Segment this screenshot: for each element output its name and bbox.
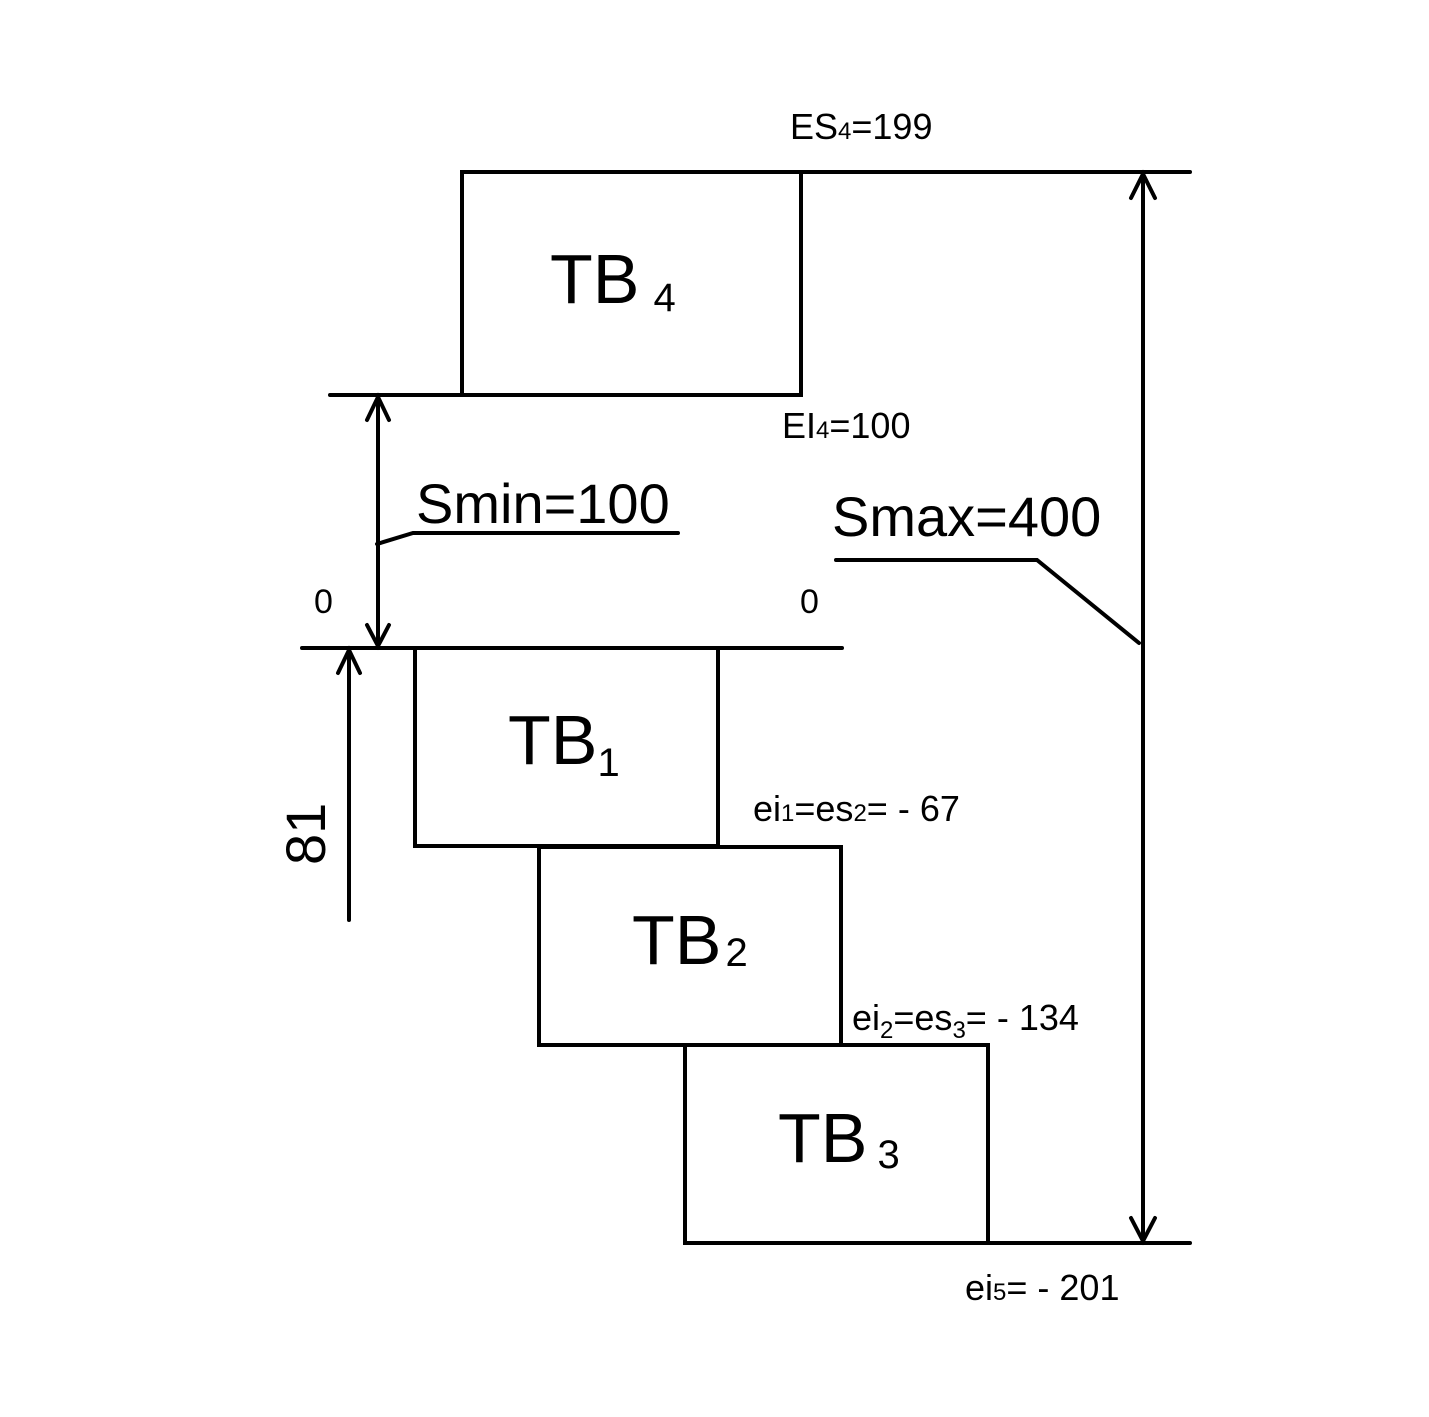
arrow-up-icon — [365, 392, 391, 422]
arrow-down-icon — [365, 623, 391, 651]
smax-leader — [834, 558, 1141, 645]
zero-label-right: 0 — [800, 583, 819, 621]
smin-leader — [375, 531, 680, 546]
tolerance-81-dimension: 81 — [274, 645, 362, 922]
arrow-up-icon — [1129, 169, 1157, 200]
ei4-label: EI4=100 — [782, 405, 910, 446]
smax-dimension: Smax=400 — [832, 169, 1157, 1246]
arrow-down-icon — [1129, 1216, 1157, 1246]
block-tb1: TB1 — [413, 646, 720, 848]
ei5-label: ei5= - 201 — [965, 1267, 1119, 1308]
ei2-es3-label: ei2=es3= - 134 — [852, 997, 1079, 1044]
es4-label: ES4=199 — [790, 106, 932, 147]
tol-81-label: 81 — [274, 803, 337, 865]
block-tb3-rect — [683, 1043, 990, 1245]
smin-label: Smin=100 — [416, 472, 670, 535]
arrow-up-icon — [336, 645, 362, 675]
block-tb1-label: TB1 — [508, 701, 620, 785]
smax-label: Smax=400 — [832, 485, 1101, 548]
ei1-es2-label: ei1=es2= - 67 — [753, 788, 960, 829]
smin-dimension: Smin=100 — [365, 392, 680, 651]
zero-label-left: 0 — [314, 583, 333, 621]
